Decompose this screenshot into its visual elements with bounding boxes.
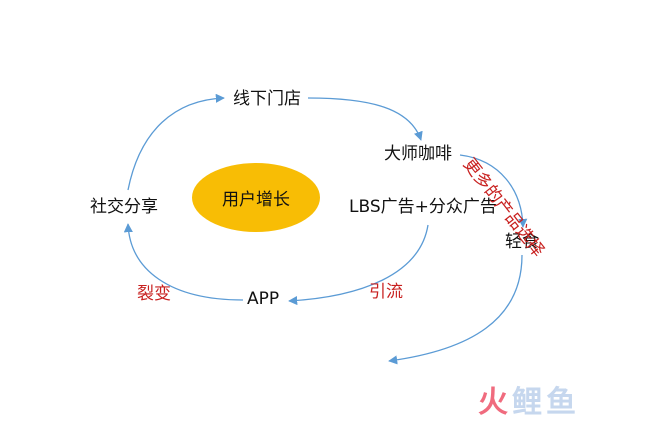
logo-fire-char: 火 [478,385,508,420]
arrow-lbs-to-app [288,224,429,306]
node-master-coffee: 大师咖啡 [384,144,452,164]
watermark-logo: 火 鲤 鱼 [478,388,576,418]
node-app: APP [247,289,280,309]
node-light-food: 轻食 [505,232,539,252]
node-offline-store: 线下门店 [233,89,301,109]
logo-fish-char: 鱼 [546,385,576,420]
arrow-lightfood-out [388,254,523,365]
node-lbs-ads: LBS广告+分众广告 [349,197,497,217]
arrow-social-to-store [127,93,225,191]
arrow-coffee-to-lightfood [459,154,528,228]
logo-carp-char: 鲤 [512,385,542,420]
arrow-app-to-social [123,223,244,301]
annotation-guide-traffic: 引流 [369,282,403,302]
center-ellipse: 用户增长 [192,163,320,232]
center-label: 用户增长 [222,190,290,210]
arrow-store-to-coffee [307,97,423,141]
node-social-sharing: 社交分享 [90,197,158,217]
annotation-fission: 裂变 [137,284,171,304]
